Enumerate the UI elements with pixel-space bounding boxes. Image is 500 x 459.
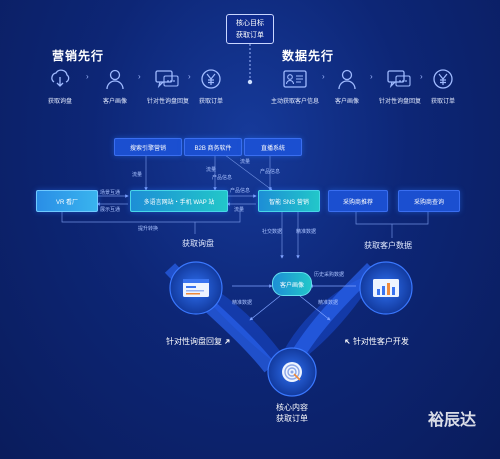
top-goal-node: 核心目标 获取订单 (226, 14, 274, 44)
edge-display-interact: 展示互通 (100, 207, 121, 213)
source-live: 直播系统 (244, 138, 302, 156)
edge-traffic-1: 流量 (132, 172, 143, 178)
chevron-right-icon: › (420, 72, 423, 81)
edge-traffic-3: 流量 (240, 159, 251, 165)
left-reply-label: 针对性询盘回复 ➜ (166, 336, 233, 347)
yen-icon (433, 69, 453, 89)
chat-icon (155, 70, 179, 89)
user-icon (338, 69, 356, 90)
edge-conversion: 提升转换 (138, 226, 159, 232)
right-develop-label: ➜ 针对性客户开发 (341, 335, 409, 348)
chevron-right-icon: › (370, 72, 373, 81)
edge-social-data: 社交数据 (262, 229, 283, 235)
arrow-icon: ➜ (341, 335, 353, 348)
user-icon (106, 69, 124, 90)
target-icon (282, 362, 302, 382)
chevron-right-icon: › (188, 72, 191, 81)
bar-chart-icon (373, 279, 399, 297)
recommend-box: 采购商推荐 (328, 190, 388, 212)
edge-scene-interact: 场景互通 (100, 190, 121, 196)
right-step-3-label: 针对性询盘回复 (378, 99, 421, 105)
right-section-title: 数据先行 (282, 49, 335, 63)
center-node: 客户画像 (272, 272, 312, 296)
edge-product-info-3: 产品信息 (230, 188, 251, 194)
core-line2: 获取订单 (276, 414, 308, 423)
chevron-right-icon: › (86, 72, 89, 81)
browser-window-icon (183, 279, 209, 297)
left-step-4-label: 获取订单 (198, 99, 223, 105)
reply-label-text: 针对性询盘回复 (166, 337, 222, 346)
core-label: 核心内容 获取订单 (270, 402, 314, 424)
edge-precise-3: 精准数据 (318, 300, 339, 306)
right-step-4-label: 获取订单 (430, 99, 455, 105)
chevron-right-icon: › (138, 72, 141, 81)
query-box: 采购商查询 (398, 190, 460, 212)
develop-label-text: 针对性客户开发 (352, 337, 409, 346)
yen-icon (201, 69, 221, 89)
watermark: 裕辰达 (428, 412, 477, 429)
edge-product-info-2: 产品信息 (260, 169, 281, 175)
vr-box: VR 看厂 (36, 190, 98, 212)
chevron-right-icon: › (322, 72, 325, 81)
left-step-2-label: 客户画像 (102, 99, 127, 105)
edge-precise-1: 精准数据 (296, 229, 317, 235)
source-search-engine: 搜索引擎营销 (114, 138, 182, 156)
inquiry-label: 获取询盘 (182, 239, 214, 248)
edge-precise-2: 精准数据 (232, 300, 253, 306)
id-card-icon (283, 70, 307, 88)
core-line1: 核心内容 (276, 403, 308, 412)
top-goal-line1: 核心目标 (236, 20, 264, 27)
edge-traffic-sns: 流量 (234, 207, 245, 213)
right-step-1-label: 主动获取客户信息 (270, 99, 319, 105)
site-box: 多语言网站・手机 WAP 站 (130, 190, 228, 212)
cloud-download-icon (51, 69, 70, 87)
top-goal-line2: 获取订单 (236, 32, 264, 39)
sns-box: 智能 SNS 营销 (258, 190, 320, 212)
left-section-title: 营销先行 (52, 49, 105, 63)
customer-data-label: 获取客户数据 (364, 241, 412, 250)
chat-icon (387, 70, 411, 89)
edge-product-info-1: 产品信息 (212, 175, 233, 181)
right-step-2-label: 客户画像 (334, 99, 359, 105)
edge-history: 历史采购数据 (314, 272, 345, 278)
edge-traffic-2: 流量 (206, 167, 217, 173)
source-b2b: B2B 商务软件 (184, 138, 242, 156)
left-step-3-label: 针对性询盘回复 (146, 99, 189, 105)
left-step-1-label: 获取询盘 (47, 99, 72, 105)
